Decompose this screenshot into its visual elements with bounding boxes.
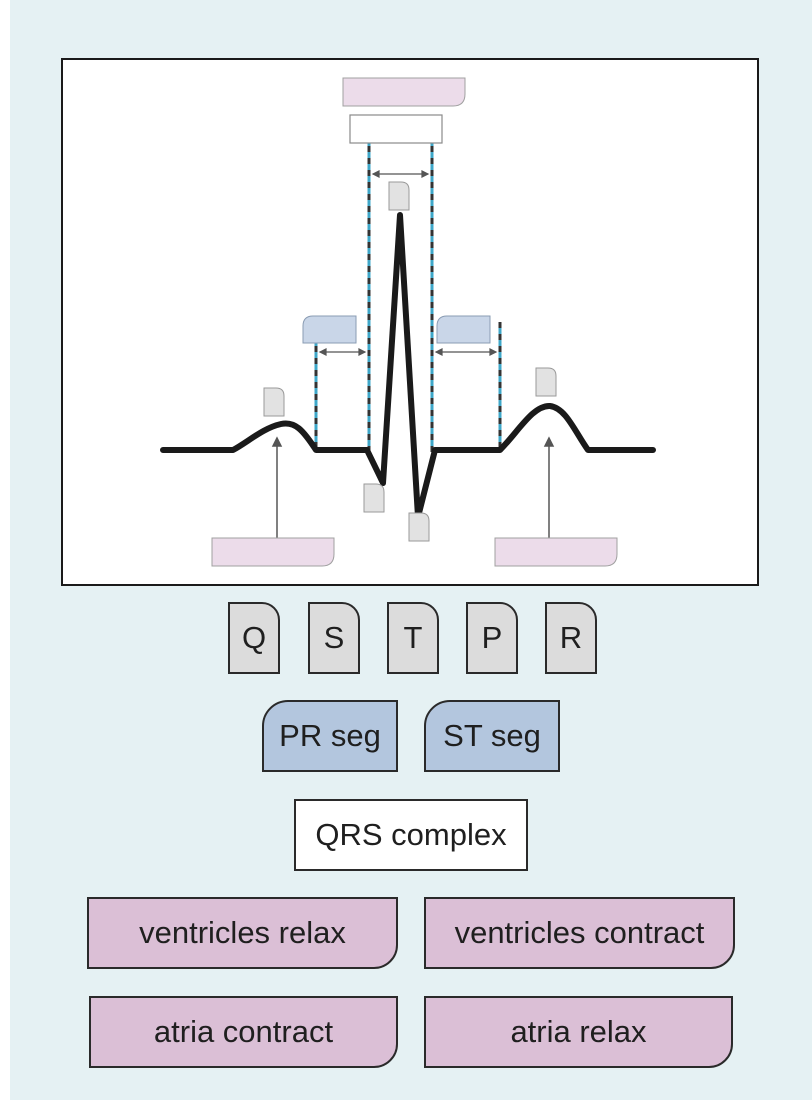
chip-p[interactable]: P (466, 602, 518, 674)
labeling-activity: Q S T P R PR seg ST seg QRS complex vent… (10, 0, 812, 1100)
ecg-trace (160, 212, 656, 520)
drop-target-s[interactable] (408, 512, 430, 542)
chip-st-seg[interactable]: ST seg (424, 700, 560, 772)
drop-target-p[interactable] (263, 387, 285, 417)
drop-target-bottom-left-phase[interactable] (211, 537, 335, 567)
chip-t[interactable]: T (387, 602, 439, 674)
chip-ventricles-relax[interactable]: ventricles relax (87, 897, 398, 969)
chip-ventricles-contract[interactable]: ventricles contract (424, 897, 735, 969)
chip-q[interactable]: Q (228, 602, 280, 674)
chip-atria-relax[interactable]: atria relax (424, 996, 733, 1068)
chip-pr-seg[interactable]: PR seg (262, 700, 398, 772)
chip-qrs-complex[interactable]: QRS complex (294, 799, 528, 871)
drop-target-pr-seg[interactable] (302, 315, 357, 344)
drop-target-qrs-complex[interactable] (349, 114, 443, 144)
ecg-diagram (61, 58, 759, 586)
drop-target-bottom-right-phase[interactable] (494, 537, 618, 567)
chip-s[interactable]: S (308, 602, 360, 674)
chip-atria-contract[interactable]: atria contract (89, 996, 398, 1068)
drop-target-st-seg[interactable] (436, 315, 491, 344)
drop-target-q[interactable] (363, 483, 385, 513)
ecg-waveform-icon (160, 77, 656, 567)
drop-target-t[interactable] (535, 367, 557, 397)
chip-r[interactable]: R (545, 602, 597, 674)
drop-target-r[interactable] (388, 181, 410, 211)
drop-target-top-phase[interactable] (342, 77, 466, 107)
